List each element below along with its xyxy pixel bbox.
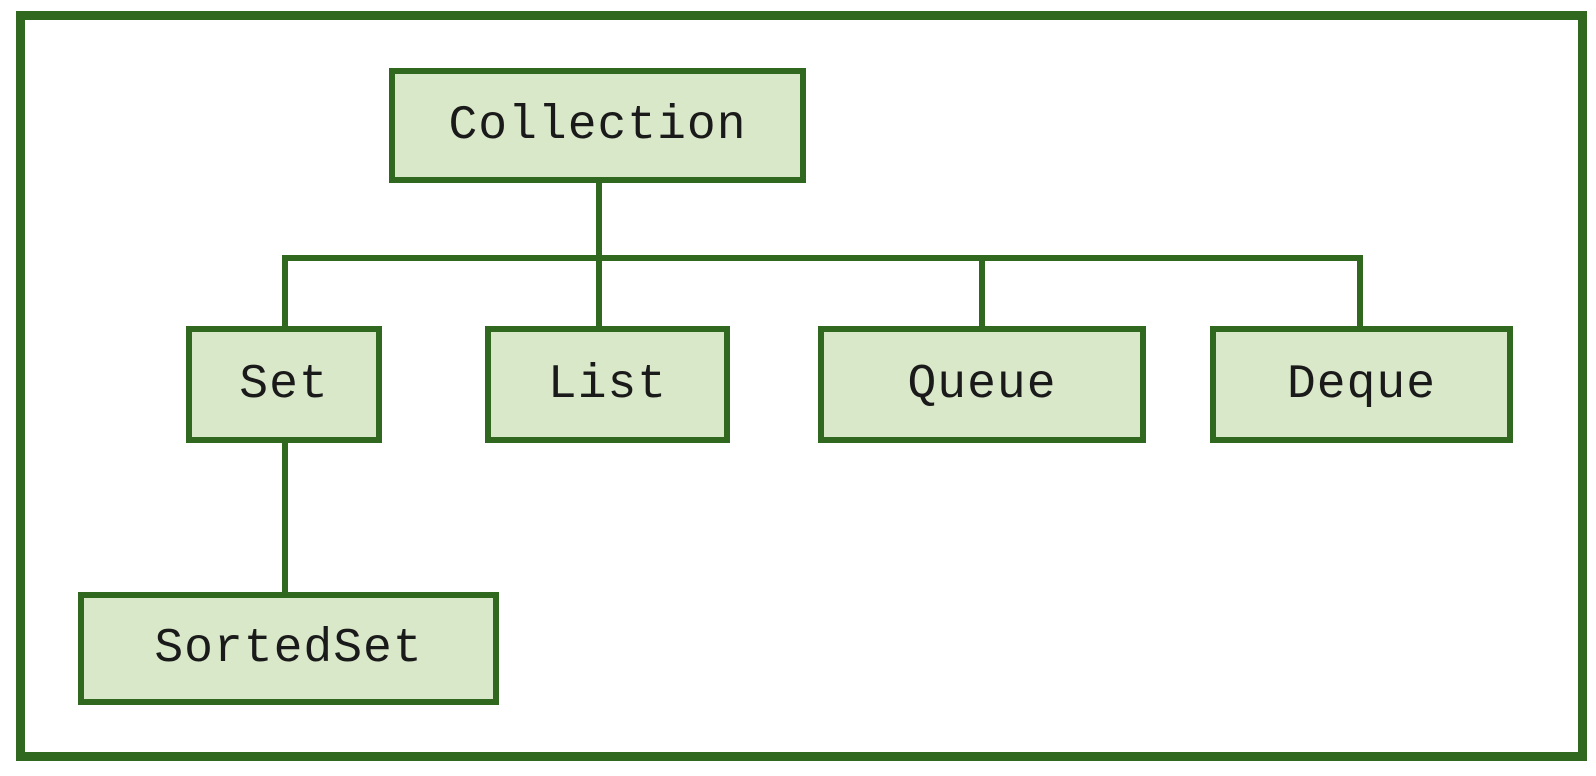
edge-collection-to-list: [596, 183, 602, 326]
diagram-outer-frame: [16, 11, 1587, 761]
node-queue: Queue: [818, 326, 1146, 443]
node-list: List: [485, 326, 730, 443]
edge-set-to-sortedset: [282, 443, 288, 592]
node-deque: Deque: [1210, 326, 1513, 443]
node-sortedset: SortedSet: [78, 592, 499, 705]
node-set: Set: [186, 326, 382, 443]
node-collection: Collection: [389, 68, 806, 183]
edge-horizontal-bar: [282, 255, 1363, 261]
edge-to-queue: [979, 255, 985, 326]
edge-to-deque: [1357, 255, 1363, 326]
edge-to-set: [282, 255, 288, 326]
